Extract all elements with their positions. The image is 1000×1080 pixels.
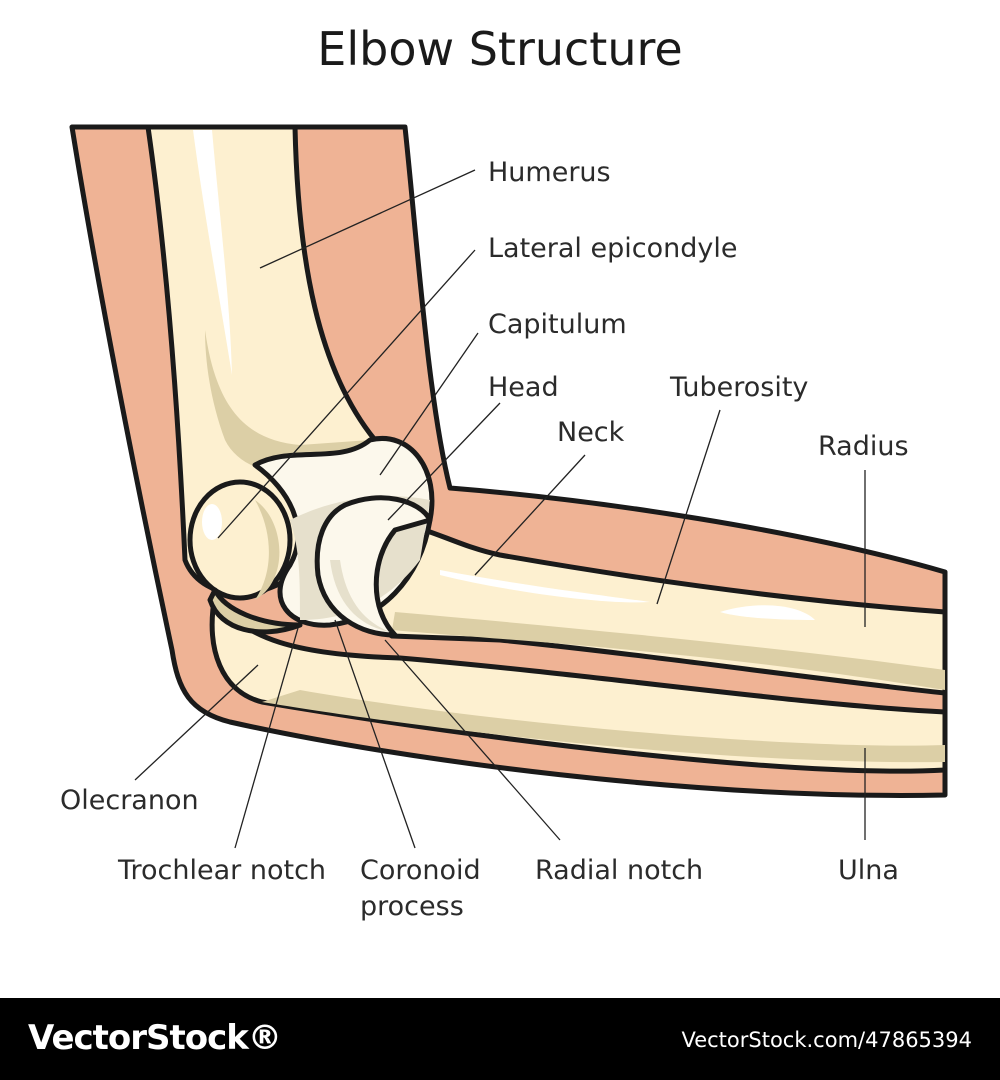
diagram-title: Elbow Structure <box>317 22 682 76</box>
label-neck: Neck <box>557 417 625 448</box>
image-id: VectorStock.com/47865394 <box>681 1028 972 1052</box>
label-capitulum: Capitulum <box>488 309 627 340</box>
label-radial-notch: Radial notch <box>535 855 703 886</box>
footer-bar: VectorStock® VectorStock.com/47865394 <box>0 998 1000 1080</box>
leader-lines <box>134 169 866 849</box>
elbow-diagram: Elbow Structure Humerus Lateral epicondy <box>60 22 948 922</box>
label-radius: Radius <box>818 431 909 462</box>
label-coronoid-line1: Coronoid <box>360 855 481 886</box>
label-head: Head <box>488 372 559 403</box>
brand-logo: VectorStock® <box>28 1018 282 1058</box>
label-coronoid-process: Coronoid process <box>360 855 489 922</box>
label-trochlear-notch: Trochlear notch <box>117 855 326 886</box>
label-humerus: Humerus <box>488 157 611 188</box>
label-lateral-epicondyle: Lateral epicondyle <box>488 233 737 264</box>
label-tuberosity: Tuberosity <box>669 372 808 403</box>
ulna-bone <box>209 592 948 774</box>
label-ulna: Ulna <box>838 855 899 886</box>
label-olecranon: Olecranon <box>60 785 199 816</box>
label-coronoid-line2: process <box>360 891 464 922</box>
